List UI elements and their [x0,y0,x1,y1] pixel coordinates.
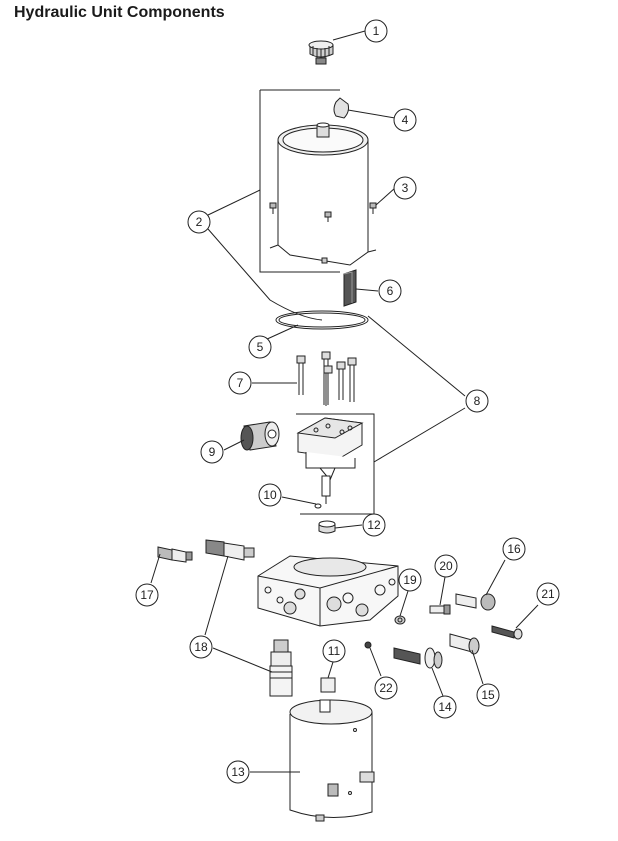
callout-15: 15 [481,688,495,702]
callout-22: 22 [379,681,393,695]
valve-16 [455,593,496,611]
callout-circle-13 [226,760,250,784]
callout-circle-11 [322,639,346,663]
callout-17: 17 [140,588,154,602]
manifold-block [257,555,399,627]
callout-7: 7 [237,376,244,390]
callout-3: 3 [402,181,409,195]
callout-circle-20 [434,554,458,578]
callout-20: 20 [439,559,453,573]
callout-9: 9 [209,445,216,459]
leader-lines [150,30,539,773]
callout-8: 8 [474,394,481,408]
callout-16: 16 [507,542,521,556]
callout-circle-21 [536,582,560,606]
callout-circle-1 [364,19,388,43]
filler-cap [308,40,334,65]
callout-circle-12 [362,513,386,537]
reservoir-bracket [259,89,340,273]
valve-15 [449,633,480,655]
callout-circle-7 [228,371,252,395]
callout-circle-8 [465,389,489,413]
callout-12: 12 [367,518,381,532]
callout-5: 5 [257,340,264,354]
page-title: Hydraulic Unit Components [14,4,225,21]
small-ring [314,503,322,509]
callout-circle-6 [378,279,402,303]
valve-18-upper [205,539,255,561]
filter-pad [343,269,357,307]
fitting-19 [394,615,406,625]
pump [296,417,364,504]
callout-13: 13 [231,765,245,779]
valve-14 [393,647,443,669]
fitting-20 [429,604,451,615]
callout-18: 18 [194,640,208,654]
callout-circle-2 [187,210,211,234]
callout-circle-19 [398,568,422,592]
o-ring [275,310,369,330]
pump-bracket [296,413,375,515]
callout-circle-22 [374,676,398,700]
ball-22 [364,641,372,649]
callout-14: 14 [438,700,452,714]
callout-6: 6 [387,284,394,298]
callout-circle-5 [248,335,272,359]
callout-circle-14 [433,695,457,719]
valve-21 [491,625,523,640]
callout-circle-3 [393,176,417,200]
callout-21: 21 [541,587,555,601]
callout-circle-9 [200,440,224,464]
callout-circle-10 [258,483,282,507]
callout-10: 10 [263,488,277,502]
callout-circle-15 [476,683,500,707]
tank-screws [269,202,377,222]
callout-circle-16 [502,537,526,561]
reservoir-tank [269,122,377,266]
valve-18-lower [269,639,293,697]
callout-1: 1 [373,24,380,38]
callout-19: 19 [403,573,417,587]
plug-11 [320,677,336,693]
callout-4: 4 [402,113,409,127]
callout-circle-17 [135,583,159,607]
breather-elbow [333,97,349,119]
coupling [240,421,280,451]
callout-2: 2 [196,215,203,229]
valve-17 [157,546,193,563]
seal [318,520,336,534]
callout-circle-18 [189,635,213,659]
bolts [296,351,357,406]
callout-circle-4 [393,108,417,132]
callout-11: 11 [328,644,341,658]
motor [289,699,375,822]
